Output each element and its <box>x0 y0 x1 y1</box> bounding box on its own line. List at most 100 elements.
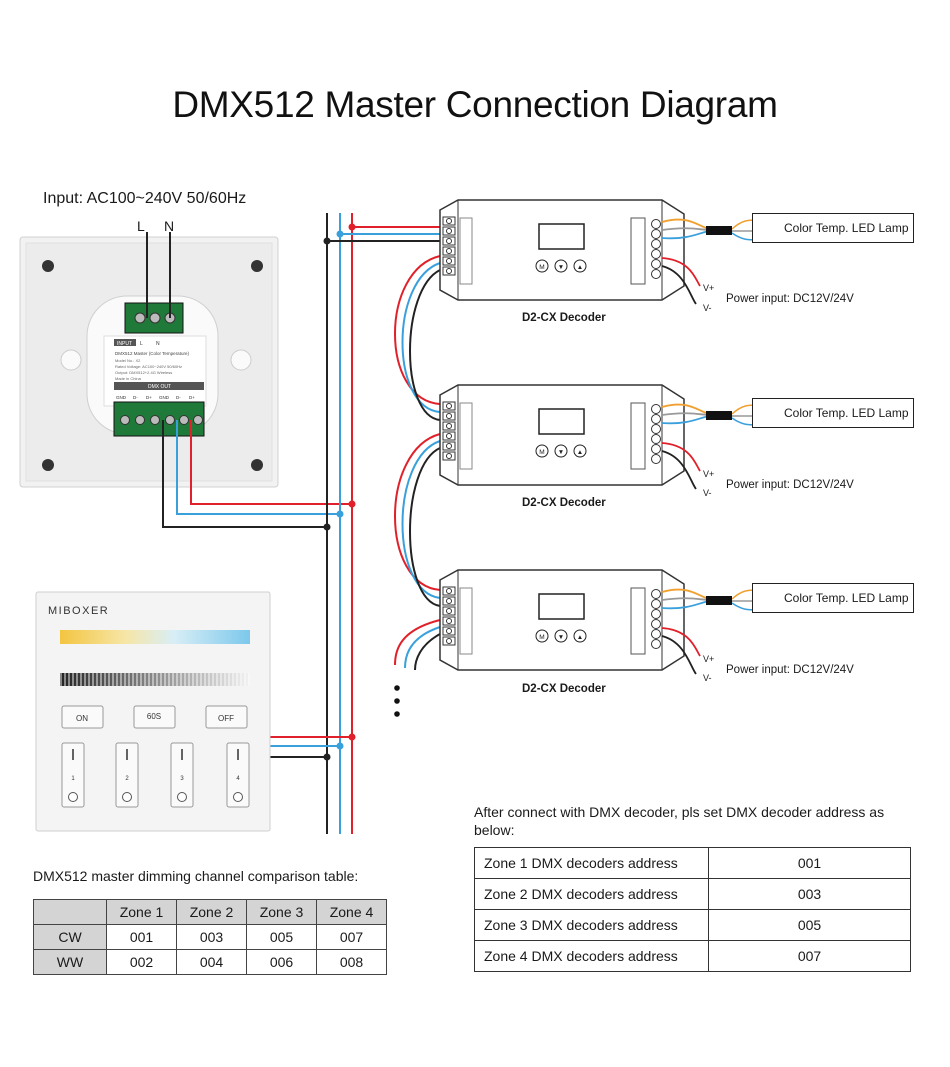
daisy-chain-wires <box>394 255 441 671</box>
lamp-label: Color Temp. LED Lamp <box>784 406 909 420</box>
remote-panel-wires <box>270 736 352 758</box>
decoder-button-2[interactable] <box>554 259 568 273</box>
decoder-button-label: M <box>539 264 544 271</box>
column-header: Zone 4 <box>316 899 387 925</box>
channel-table-caption: DMX512 master dimming channel comparison… <box>33 868 359 884</box>
column-header: Zone 1 <box>106 899 177 925</box>
module-rated-voltage: Rated Voltage: AC100~240V 50/60Hz <box>115 364 182 369</box>
table-cell: 001 <box>106 924 177 950</box>
cable-sheath <box>706 411 732 420</box>
module-output: Output: DMX512+2.4G Wireless <box>115 370 172 375</box>
more-decoders-ellipsis <box>394 685 400 717</box>
table-cell: 006 <box>246 949 317 975</box>
input-tag: INPUT <box>117 341 132 347</box>
led-lamp-3: Color Temp. LED Lamp <box>752 583 914 613</box>
zone-number: 1 <box>71 776 75 782</box>
column-header: Zone 3 <box>246 899 317 925</box>
live-label: L <box>137 218 145 234</box>
decoder-button-label: ▼ <box>558 264 564 271</box>
zone-button-1[interactable]: 1 <box>61 742 85 808</box>
dmx-pin: GND <box>116 395 127 400</box>
vminus-label: V- <box>703 303 712 313</box>
dmx-pin: D+ <box>146 395 152 400</box>
decoder-button-2[interactable] <box>554 629 568 643</box>
power-input-label: Power input: DC12V/24V <box>726 479 854 491</box>
decoder-button-label: ▲ <box>577 449 583 456</box>
zone-cell: Zone 1 DMX decoders address <box>474 847 709 879</box>
table-cell: 004 <box>176 949 247 975</box>
table-row: WW 002 004 006 008 <box>33 949 387 975</box>
table-header-row: Zone 1 Zone 2 Zone 3 Zone 4 <box>33 899 387 925</box>
led-lamp-1: Color Temp. LED Lamp <box>752 213 914 243</box>
zone-button-3[interactable]: 3 <box>170 742 194 808</box>
power-input-label: Power input: DC12V/24V <box>726 664 854 676</box>
decoder-button-3[interactable] <box>573 629 587 643</box>
dmx-pin: D+ <box>189 395 195 400</box>
decoder-button-3[interactable] <box>573 444 587 458</box>
row-header: CW <box>33 924 107 950</box>
zone-number: 4 <box>236 776 240 782</box>
zone-number: 2 <box>125 776 129 782</box>
zone-button-2[interactable]: 2 <box>115 742 139 808</box>
decoder-label: D2-CX Decoder <box>522 497 606 509</box>
zone-cell: Zone 4 DMX decoders address <box>474 940 709 972</box>
on-button[interactable] <box>61 705 104 729</box>
vminus-label: V- <box>703 488 712 498</box>
address-cell: 007 <box>708 940 911 972</box>
module-model-no: Model No.: X2 <box>115 358 141 363</box>
off-button-label: OFF <box>218 714 234 723</box>
table-cell: 003 <box>176 924 247 950</box>
decoder-button-label: M <box>539 634 544 641</box>
input-pin-n: N <box>156 341 160 347</box>
decoder-display <box>538 593 585 620</box>
dmx-pin: D- <box>176 395 181 400</box>
zone-cell: Zone 3 DMX decoders address <box>474 909 709 941</box>
decoder-button-1[interactable] <box>535 259 549 273</box>
vplus-label: V+ <box>703 469 715 479</box>
row-header: WW <box>33 949 107 975</box>
neutral-label: N <box>164 218 175 234</box>
zone-button-4[interactable]: 4 <box>226 742 250 808</box>
zone-number: 3 <box>180 776 184 782</box>
lamp-label: Color Temp. LED Lamp <box>784 221 909 235</box>
sixty-second-button[interactable] <box>133 705 176 729</box>
decoder-button-label: ▲ <box>577 264 583 271</box>
power-input-label: Power input: DC12V/24V <box>726 293 854 305</box>
module-made-in: Made in China <box>115 376 142 381</box>
cable-sheath <box>706 226 732 235</box>
table-cell: 005 <box>246 924 317 950</box>
decoder-button-label: ▼ <box>558 634 564 641</box>
address-note: After connect with DMX decoder, pls set … <box>474 804 885 838</box>
zone-cell: Zone 2 DMX decoders address <box>474 878 709 910</box>
decoder-button-label: ▲ <box>577 634 583 641</box>
cable-sheath <box>706 596 732 605</box>
column-header: Zone 2 <box>176 899 247 925</box>
decoder-2: M▼▲ <box>439 384 685 486</box>
vplus-label: V+ <box>703 654 715 664</box>
table-row: CW 001 003 005 007 <box>33 924 387 950</box>
table-cell: 008 <box>316 949 387 975</box>
dmx-out-label: DMX OUT <box>148 384 171 390</box>
dmx-pin: GND <box>159 395 170 400</box>
on-button-label: ON <box>76 714 88 723</box>
decoder-button-3[interactable] <box>573 259 587 273</box>
decoder-3: M ▼ ▲ <box>439 569 685 671</box>
off-button[interactable] <box>205 705 248 729</box>
corner-cell <box>33 899 107 925</box>
decoder-button-label: ▼ <box>558 449 564 456</box>
lamp-label: Color Temp. LED Lamp <box>784 591 909 605</box>
decoder-display <box>538 223 585 250</box>
master-panel <box>19 236 279 488</box>
address-cell: 005 <box>708 909 911 941</box>
bus-to-decoder-wires <box>327 226 440 242</box>
decoder-button-1[interactable] <box>535 629 549 643</box>
sixty-second-label: 60S <box>147 712 161 721</box>
channel-table: Zone 1 Zone 2 Zone 3 Zone 4 CW 001 003 0… <box>33 899 387 975</box>
decoder-button-2[interactable] <box>554 444 568 458</box>
decoder-button-1[interactable] <box>535 444 549 458</box>
input-pin-l: L <box>140 341 143 347</box>
